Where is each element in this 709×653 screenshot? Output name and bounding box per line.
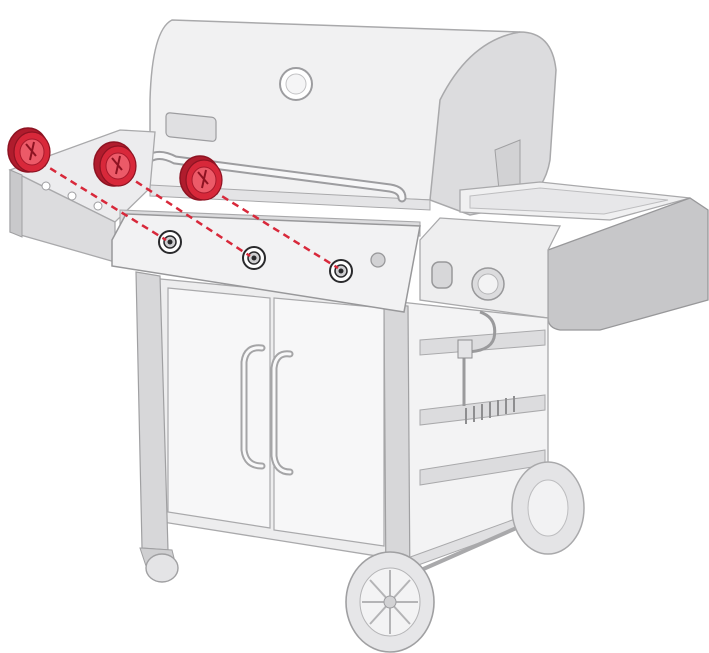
side-control-panel (420, 218, 560, 318)
lid-nameplate (166, 112, 216, 141)
thermometer-face (286, 74, 306, 94)
ignition-button (432, 262, 452, 288)
valve-stem-3 (330, 260, 352, 282)
table-hole (94, 202, 102, 210)
left-table-edge (10, 170, 22, 237)
caster-wheel (146, 554, 178, 582)
valve-stem-2 (243, 247, 265, 269)
table-hole (68, 192, 76, 200)
cabinet-door-left (168, 288, 270, 528)
igniter-button (371, 253, 385, 267)
gas-regulator (458, 340, 472, 358)
side-burner-knob-face (478, 274, 498, 294)
cart-leg-right (384, 304, 410, 590)
front-wheel-axle (384, 596, 396, 608)
cabinet-door-right (274, 298, 384, 546)
table-hole (42, 182, 50, 190)
cart-frame (136, 272, 548, 590)
knob-1 (8, 128, 50, 172)
rear-wheel-hub (528, 480, 568, 536)
valve-stem-1 (159, 231, 181, 253)
